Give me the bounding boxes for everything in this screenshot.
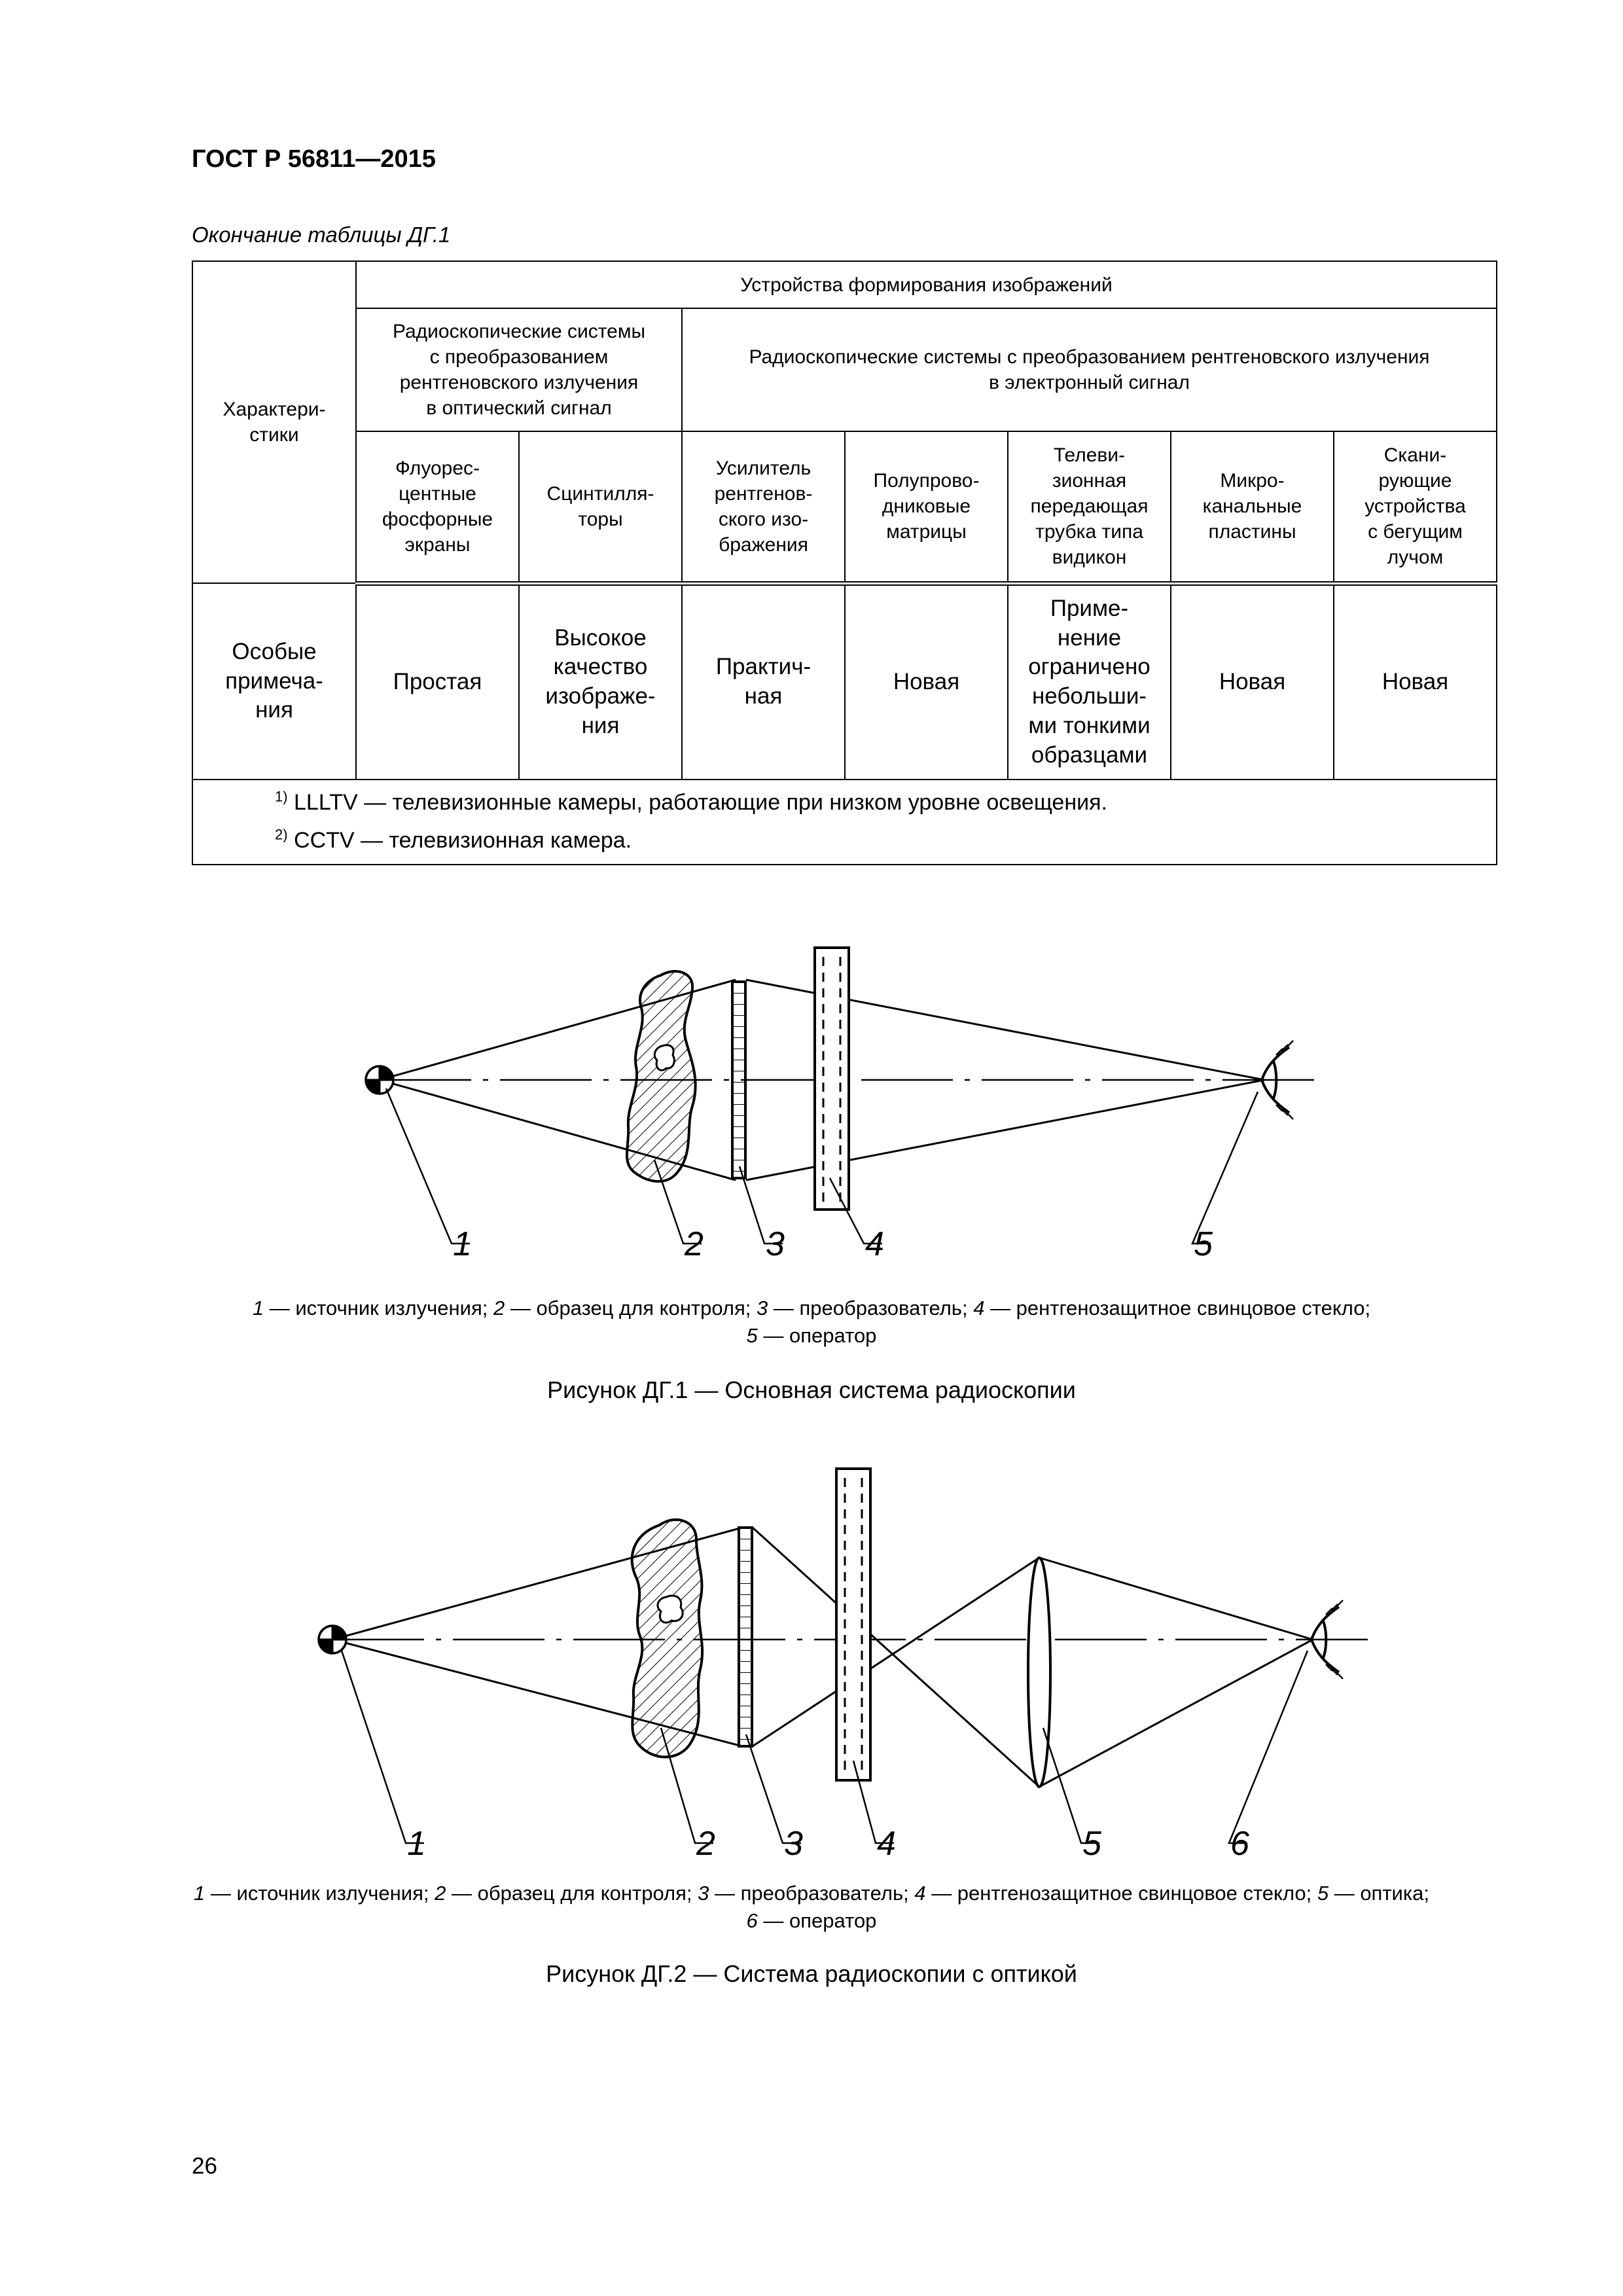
specimen-shape bbox=[625, 970, 697, 1183]
defect-shape bbox=[656, 1594, 684, 1624]
radiation-source-icon bbox=[317, 1624, 348, 1655]
figure-number-label: 3 bbox=[784, 1825, 803, 1863]
figure2-diagram: 1 2 3 4 5 6 bbox=[317, 1467, 1368, 1863]
column-header: Усилитель рентгенов- ского изо- бражения bbox=[681, 431, 846, 586]
figure-number-label: 5 bbox=[1082, 1825, 1102, 1863]
page-number: 26 bbox=[192, 2153, 217, 2179]
table-row: Особые примеча- ния Простая Высокое каче… bbox=[192, 583, 1497, 780]
specimen-shape bbox=[630, 1518, 704, 1759]
column-header: Флуорес- центные фосфорные экраны bbox=[355, 431, 520, 586]
figure-number-label: 4 bbox=[865, 1225, 884, 1263]
footnote: 2) CCTV — телевизионная камера. bbox=[275, 826, 632, 853]
column-header-row: Флуорес- центные фосфорные экраны Сцинти… bbox=[192, 431, 1497, 586]
column-header: Полупрово- дниковые матрицы bbox=[844, 431, 1008, 586]
figure-number-label: 3 bbox=[766, 1225, 785, 1263]
figure1-diagram: 1 2 3 4 5 bbox=[365, 946, 1322, 1263]
leader-lines bbox=[340, 1650, 1309, 1844]
figure-number-label: 6 bbox=[1230, 1825, 1249, 1863]
subgroup-electronic-cell: Радиоскопические системы с преобразовани… bbox=[681, 308, 1497, 432]
ray-line bbox=[1039, 1638, 1313, 1788]
ray-line bbox=[752, 1556, 1040, 1748]
ray-line bbox=[1039, 1556, 1313, 1641]
leader-lines bbox=[385, 1088, 1259, 1245]
footnotes-cell: 1) LLLTV — телевизионные камеры, работаю… bbox=[192, 779, 1497, 865]
column-header: Сцинтилля- торы bbox=[518, 431, 683, 586]
figure2-legend: 1 — источник излучения; 2 — образец для … bbox=[194, 1882, 1429, 1932]
table-cell: Практич- ная bbox=[681, 583, 846, 780]
figure1-legend: 1 — источник излучения; 2 — образец для … bbox=[252, 1297, 1371, 1347]
lead-glass-plate bbox=[835, 1467, 872, 1782]
figure-number-label: 1 bbox=[453, 1225, 472, 1263]
radiation-source-icon bbox=[365, 1065, 395, 1095]
footnote: 1) LLLTV — телевизионные камеры, работаю… bbox=[275, 788, 1107, 815]
group-header-cell: Устройства формирования изображений bbox=[355, 260, 1497, 309]
lead-glass-plate bbox=[813, 946, 850, 1211]
converter-plate bbox=[731, 980, 747, 1179]
figure2-title: Рисунок ДГ.2 — Система радиоскопии с опт… bbox=[546, 1960, 1077, 1987]
eye-icon bbox=[1260, 1040, 1294, 1120]
figure-number-label: 5 bbox=[1194, 1225, 1213, 1263]
figure-number-label: 4 bbox=[877, 1825, 896, 1863]
table-cell: Приме- нение ограничено небольши- ми тон… bbox=[1007, 583, 1171, 780]
column-header: Телеви- зионная передающая трубка типа в… bbox=[1007, 431, 1171, 586]
row-label: Особые примеча- ния bbox=[192, 583, 357, 780]
converter-plate bbox=[738, 1526, 753, 1748]
figure-number-label: 2 bbox=[684, 1225, 704, 1263]
table-cell: Новая bbox=[1333, 583, 1497, 780]
table-cell: Высокое качество изображе- ния bbox=[518, 583, 683, 780]
optics-lens bbox=[1027, 1556, 1052, 1788]
table-caption: Окончание таблицы ДГ.1 bbox=[192, 223, 451, 247]
eye-icon bbox=[1310, 1600, 1344, 1679]
document-code: ГОСТ Р 56811—2015 bbox=[192, 145, 436, 173]
figure-number-label: 1 bbox=[407, 1825, 426, 1863]
subgroup-optical-cell: Радиоскопические системы с преобразовани… bbox=[355, 308, 683, 432]
row-header-cell: Характери- стики bbox=[192, 260, 357, 584]
figure1-title: Рисунок ДГ.1 — Основная система радиоско… bbox=[547, 1376, 1076, 1403]
table-cell: Новая bbox=[1170, 583, 1334, 780]
ray-line bbox=[751, 1526, 1041, 1788]
figure-number-label: 2 bbox=[696, 1825, 715, 1863]
column-header: Микро- канальные пластины bbox=[1170, 431, 1334, 586]
table-cell: Простая bbox=[355, 583, 520, 780]
defect-shape bbox=[653, 1044, 675, 1071]
characteristics-table: Характери- стики Устройства формирования… bbox=[192, 260, 1497, 865]
table-cell: Новая bbox=[844, 583, 1008, 780]
column-header: Скани- рующие устройства с бегущим лучом bbox=[1333, 431, 1497, 586]
